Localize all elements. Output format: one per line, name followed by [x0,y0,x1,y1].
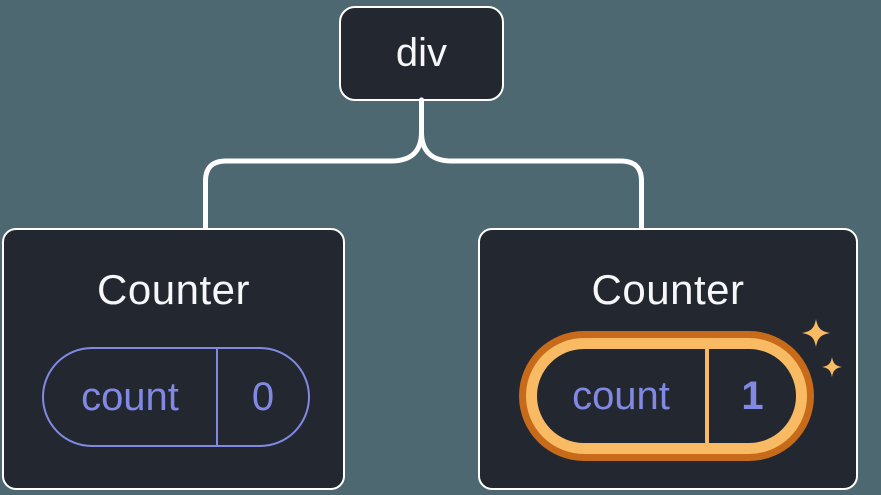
connector-branch-left [203,97,424,231]
state-value: 0 [251,374,275,419]
state-pill: count 0 [42,347,310,447]
component-title: Counter [591,266,745,313]
component-title: Counter [97,266,250,313]
root-node-label: div [395,31,448,75]
counter-card-left: Counter count 0 [2,228,345,490]
counter-card-right: Counter count 1 [478,228,858,490]
connector-branch-right [419,97,644,231]
sparkles-icon [802,319,842,377]
state-key-label: count [537,349,709,443]
sparkle-small [822,357,842,377]
sparkle-large [802,319,830,347]
state-value: 1 [741,373,764,418]
root-node: div [339,6,504,101]
state-key-label: count [44,349,218,445]
state-pill-highlighted: count 1 [526,338,807,454]
